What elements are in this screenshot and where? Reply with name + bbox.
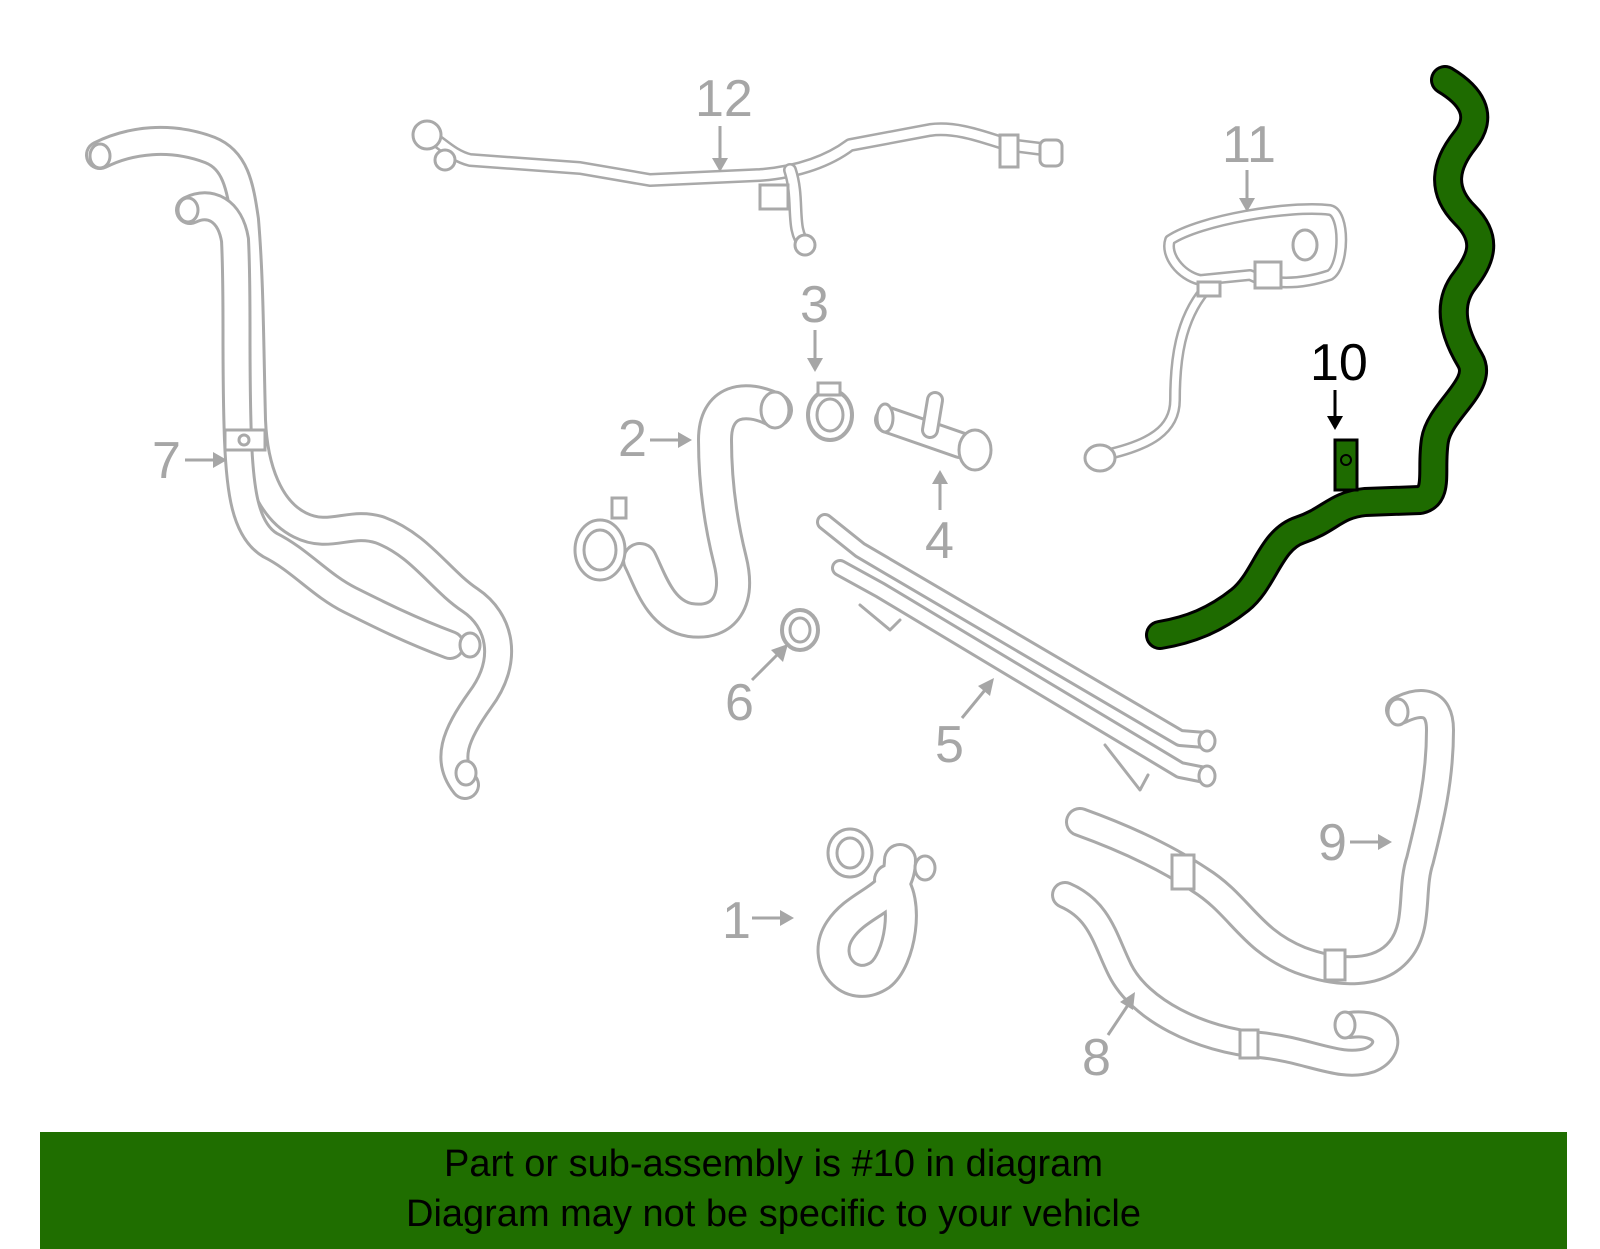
part-1-hose (816, 827, 937, 998)
svg-text:5: 5 (935, 716, 964, 774)
info-banner: Part or sub-assembly is #10 in diagram D… (40, 1132, 1567, 1249)
svg-text:9: 9 (1318, 814, 1347, 872)
part-8-hose (1051, 881, 1400, 1077)
part-2-hose (573, 384, 793, 639)
part-7-hose (85, 126, 514, 800)
part-6-clamp (780, 608, 820, 652)
part-11-tube (1083, 203, 1348, 473)
label-12: 12 (695, 70, 753, 172)
label-6: 6 (725, 644, 788, 732)
part-9-hose (1065, 689, 1455, 986)
part-12-pipe (411, 119, 1064, 257)
part-5-pipe (816, 513, 1217, 792)
label-9: 9 (1318, 814, 1392, 872)
label-8: 8 (1082, 992, 1135, 1087)
svg-text:6: 6 (725, 674, 754, 732)
part-3-clamp (806, 381, 854, 442)
label-2: 2 (618, 410, 692, 468)
banner-line-1: Part or sub-assembly is #10 in diagram (444, 1143, 1103, 1185)
label-1: 1 (722, 892, 794, 950)
svg-text:3: 3 (800, 276, 829, 334)
label-3: 3 (800, 276, 829, 372)
label-10: 10 (1310, 334, 1368, 430)
banner-line-2: Diagram may not be specific to your vehi… (406, 1193, 1141, 1235)
label-4: 4 (925, 470, 954, 570)
svg-text:7: 7 (152, 432, 181, 490)
svg-text:10: 10 (1310, 334, 1368, 392)
label-11: 11 (1222, 116, 1276, 212)
part-4-connector (874, 391, 993, 472)
svg-text:4: 4 (925, 512, 954, 570)
svg-text:11: 11 (1222, 116, 1276, 174)
label-5: 5 (935, 678, 994, 774)
part-10-hose-highlighted (1145, 65, 1496, 650)
svg-text:2: 2 (618, 410, 647, 468)
label-7: 7 (152, 432, 227, 490)
svg-text:1: 1 (722, 892, 751, 950)
svg-text:8: 8 (1082, 1029, 1111, 1087)
svg-text:12: 12 (695, 70, 753, 128)
